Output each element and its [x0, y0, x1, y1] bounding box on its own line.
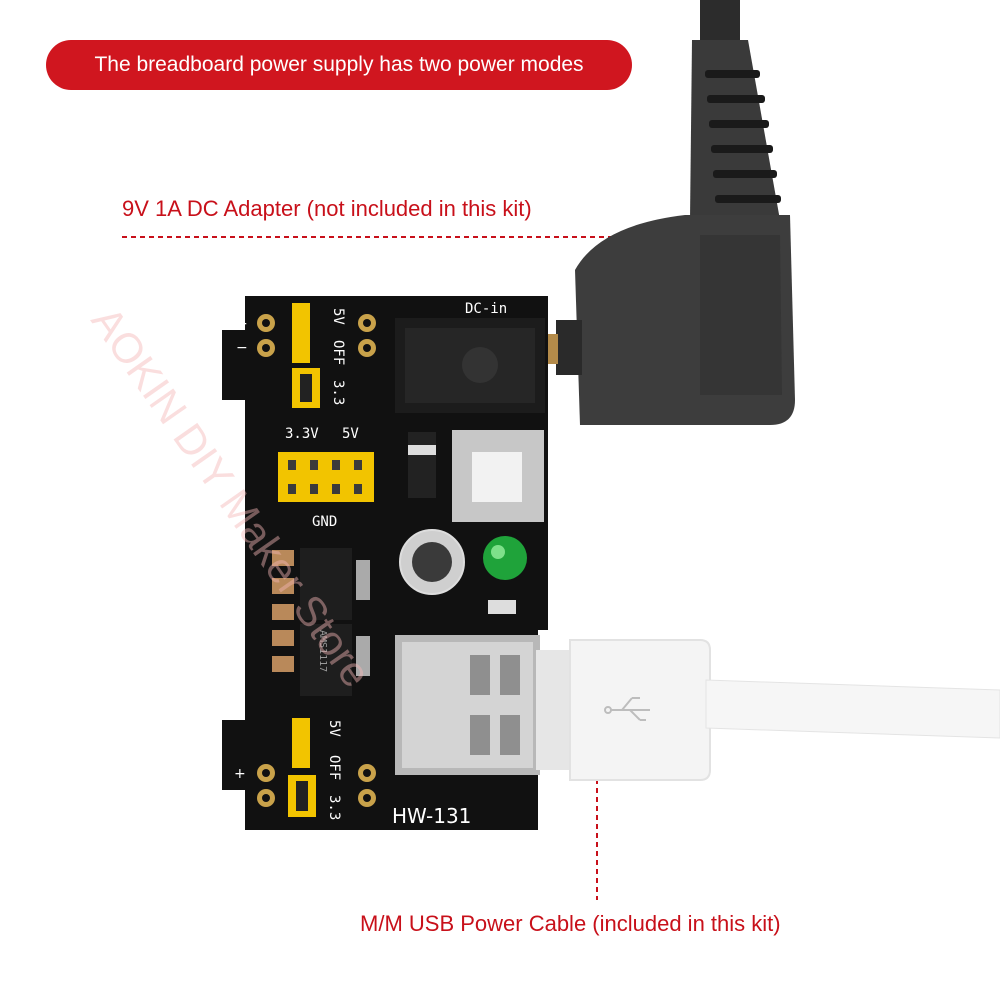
top-right-pins	[358, 314, 376, 357]
capacitor	[399, 529, 465, 595]
rail-33v-label: 3.3V	[285, 426, 319, 442]
bottom-jumper-off-label: OFF	[326, 755, 342, 780]
dc-jack	[395, 318, 545, 413]
banner-text: The breadboard power supply has two powe…	[94, 53, 584, 76]
voltage-regulator	[272, 624, 370, 696]
bottom-jumper-5v-label: 5V	[326, 720, 342, 737]
dc-adapter-callout: 9V 1A DC Adapter (not included in this k…	[122, 196, 532, 221]
bottom-jumper-33-label: 3.3	[326, 795, 342, 820]
top-jumper-33-label: 3.3	[330, 380, 346, 405]
svg-text:+: +	[234, 766, 246, 782]
rail-gnd-label: GND	[312, 514, 337, 530]
title-banner: The breadboard power supply has two powe…	[46, 40, 632, 90]
top-jumper-header	[292, 303, 320, 408]
top-jumper-off-label: OFF	[330, 340, 346, 365]
usb-symbol-icon	[604, 697, 650, 721]
dc-adapter-cable	[540, 0, 795, 425]
diode	[408, 432, 436, 498]
usb-power-cable	[536, 639, 1000, 781]
usb-cable-callout: M/M USB Power Cable (included in this ki…	[360, 911, 781, 936]
board-model-label: HW-131	[392, 804, 471, 828]
smd-components	[272, 548, 516, 620]
bottom-power-pins: + −	[234, 764, 376, 807]
svg-text:−: −	[236, 340, 248, 356]
power-switch[interactable]	[452, 430, 544, 522]
rail-5v-label: 5V	[342, 426, 359, 442]
output-pin-header	[278, 452, 374, 502]
top-power-pins: + −	[236, 314, 275, 357]
dc-in-label: DC-in	[465, 301, 507, 317]
svg-text:+: +	[236, 316, 248, 332]
regulator-marking: AMS1117	[317, 630, 328, 672]
usb-socket	[395, 635, 540, 775]
svg-text:−: −	[234, 791, 246, 807]
bottom-jumper-header	[288, 718, 316, 817]
power-led	[483, 536, 527, 580]
top-jumper-5v-label: 5V	[330, 308, 346, 325]
